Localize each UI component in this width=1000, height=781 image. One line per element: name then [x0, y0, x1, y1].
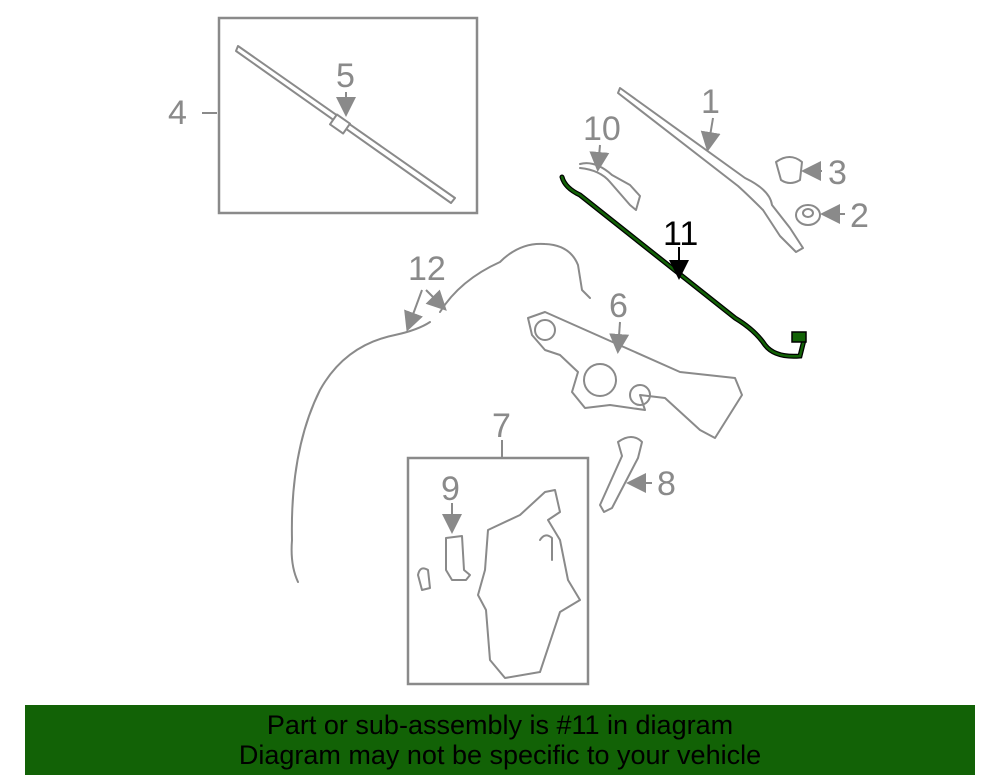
wiper-nut[interactable]: [795, 204, 845, 226]
washer-reservoir-box[interactable]: [406, 440, 590, 686]
callout-12: 12: [408, 250, 446, 288]
callout-10: 10: [583, 110, 621, 148]
callout-11: 11: [663, 215, 698, 253]
callout-4: 4: [168, 94, 187, 132]
callout-9: 9: [441, 470, 460, 508]
callout-1: 1: [701, 83, 720, 121]
callout-6: 6: [609, 287, 628, 325]
wiper-arm[interactable]: [617, 87, 804, 253]
washer-hose-bracket[interactable]: [579, 144, 641, 211]
callout-2: 2: [850, 197, 869, 235]
callout-8: 8: [657, 465, 676, 503]
washer-hose-highlighted[interactable]: [559, 174, 807, 359]
info-banner: Part or sub-assembly is #11 in diagram D…: [25, 705, 975, 775]
washer-hose[interactable]: [290, 242, 591, 583]
banner-line-2: Diagram may not be specific to your vehi…: [238, 740, 762, 770]
washer-nozzle[interactable]: [599, 436, 652, 513]
wiper-cap[interactable]: [775, 156, 822, 184]
wiper-blade-box[interactable]: [202, 16, 479, 215]
washer-pump[interactable]: [417, 503, 471, 591]
callout-3: 3: [828, 154, 847, 192]
banner-line-1: Part or sub-assembly is #11 in diagram: [266, 710, 734, 740]
callout-5: 5: [336, 57, 355, 95]
callout-7: 7: [492, 407, 511, 445]
wiper-motor-linkage[interactable]: [527, 311, 743, 439]
